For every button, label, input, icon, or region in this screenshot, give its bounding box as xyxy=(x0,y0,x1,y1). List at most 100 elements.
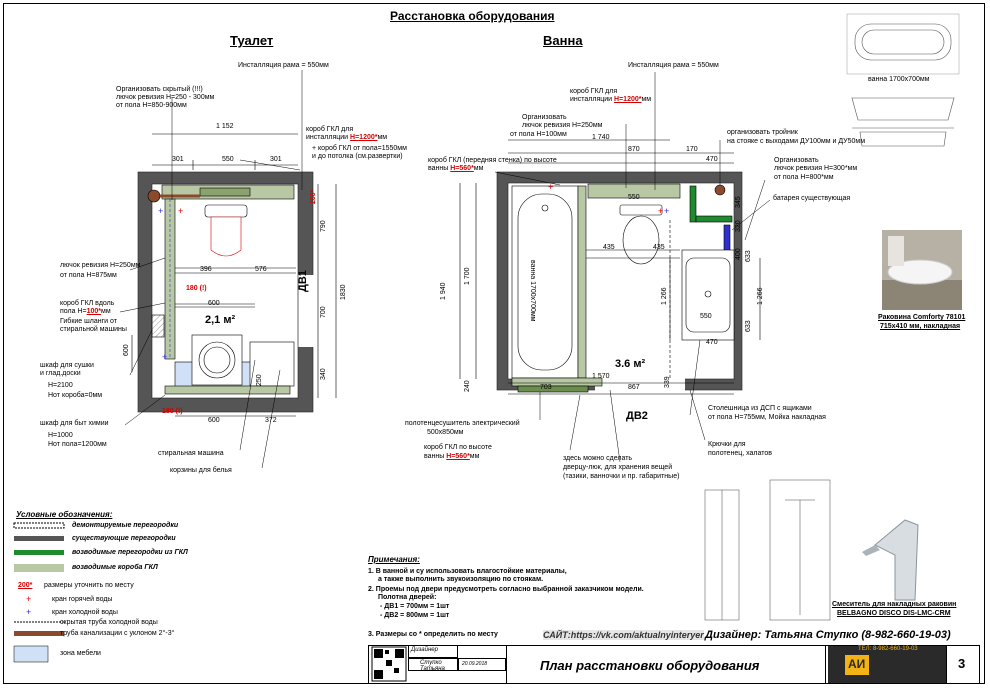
toilet-room: + + + xyxy=(137,171,314,413)
dim-1266b: 1 266 xyxy=(757,287,764,305)
bath-counter-note: Столешница из ДСП с ящиками xyxy=(708,405,812,412)
dim-550: 550 xyxy=(222,156,234,163)
bath-title: Ванна xyxy=(543,33,583,48)
toilet-hoses-note: Гибкие шланги от xyxy=(60,318,117,325)
cold-tap-marker-2: + xyxy=(162,352,167,362)
toilet-title: Туалет xyxy=(230,33,274,48)
title-block-role-cell xyxy=(408,645,458,658)
toilet-box-note: короб ГКЛ для xyxy=(306,126,354,133)
dim-600a: 600 xyxy=(208,300,220,307)
bath-hatch2-note: Организовать xyxy=(774,157,819,164)
mixer-product-caption: Смеситель для накладных раковин xyxy=(832,601,957,608)
note-door1: - ДВ1 = 700мм = 1шт xyxy=(380,603,450,610)
title-block-name: Ступко xyxy=(420,660,442,666)
toilet-box-note-3: + короб ГКЛ от пола=1550мм xyxy=(312,145,407,152)
toilet-box-note-4: и до потолка (см.развертки) xyxy=(312,153,403,160)
bath-tee-note-2: на стояке с выходами ДУ100мм и ДУ50мм xyxy=(727,138,866,145)
title-block-sheet-number: 3 xyxy=(958,656,966,671)
bath-door-label: ДВ2 xyxy=(626,410,648,422)
dim-633b: 633 xyxy=(745,320,752,332)
note-door2: - ДВ2 = 800мм = 1шт xyxy=(380,612,450,619)
toilet-hatch-note-3: от пола Н=850-900мм xyxy=(116,102,187,109)
toilet-gkl-note-2: пола Н=100*мм xyxy=(60,308,111,315)
mixer-drawing xyxy=(704,479,831,621)
title-block-role: Дизайнер xyxy=(411,647,438,653)
bath-tee-note: организовать тройник xyxy=(727,129,798,136)
dim-550a: 550 xyxy=(628,194,640,201)
bath-storage-note-2: дверцу-люк, для хранения вещей xyxy=(563,464,673,471)
tub-product-caption: ванна 1700х700мм xyxy=(868,76,930,83)
dim-170: 170 xyxy=(686,146,698,153)
notes-title: Примечания: xyxy=(368,555,420,564)
bath-hatch-note: Организовать xyxy=(522,114,567,121)
bath-installation-box xyxy=(587,183,681,199)
dim-1700: 1 700 xyxy=(464,267,471,285)
toilet-area: 2,1 м² xyxy=(205,314,236,326)
dim-372: 372 xyxy=(265,417,277,424)
toilet-cabinet1-note-4: Нот короба=0мм xyxy=(48,392,103,399)
note-2: 2. Проемы под двери предусмотреть соглас… xyxy=(368,586,644,593)
dim-1152: 1 152 xyxy=(216,123,234,130)
title-block-number-cell xyxy=(946,645,980,684)
svg-text:+: + xyxy=(664,206,669,216)
dim-870: 870 xyxy=(628,146,640,153)
legend-red-mark: 200* xyxy=(18,582,33,589)
legend-existing: существующие перегородки xyxy=(72,535,176,542)
dim-301a: 301 xyxy=(172,156,184,163)
logo xyxy=(828,645,946,683)
legend-title: Условные обозначения: xyxy=(16,510,113,519)
dim-180a: 180 (!) xyxy=(186,285,207,292)
bath-storage-note: здесь можно сделать xyxy=(563,455,633,462)
legend-gkl-walls: возводимые перегородки из ГКЛ xyxy=(72,549,188,556)
dim-867: 867 xyxy=(628,384,640,391)
toilet-hatch-note-2: лючок ревизия Н=250 - 300мм xyxy=(116,94,215,101)
bathtub-product-sketch xyxy=(846,13,960,147)
dim-550b: 550 xyxy=(700,313,712,320)
toilet-hatch2-note: лючок ревизия Н=250мм xyxy=(60,262,141,269)
dim-240: 240 xyxy=(464,380,471,392)
footer-site-link[interactable]: САЙТ:https://vk.com/aktualnyinteryer xyxy=(543,630,704,640)
toilet-cabinet1-note-3: Н=2100 xyxy=(48,382,73,389)
bathroom-dimensions xyxy=(459,139,761,395)
svg-text:+: + xyxy=(26,594,31,604)
bath-box-note: короб ГКЛ для xyxy=(570,88,618,95)
bath-hatch-note-3: от пола Н=100мм xyxy=(510,131,567,138)
dim-1570: 1 570 xyxy=(592,373,610,380)
svg-text:+: + xyxy=(26,607,31,617)
dim-301b: 301 xyxy=(270,156,282,163)
toilet-door-opening xyxy=(296,275,314,347)
bath-hatch-note-2: лючок ревизия Н=250мм xyxy=(522,122,603,129)
title-block-name-cell xyxy=(408,658,458,671)
toilet-hatch-note: Организовать скрытый (!!!) xyxy=(116,86,203,93)
page-title: Расстановка оборудования xyxy=(390,9,555,23)
dim-250: 250 xyxy=(256,374,263,386)
dim-1830: 1830 xyxy=(340,284,347,300)
toilet-gkl-note: короб ГКЛ вдоль xyxy=(60,300,115,307)
note-1b: а также выполнить звукоизоляцию по стояк… xyxy=(378,576,544,583)
dim-1266a: 1 266 xyxy=(661,287,668,305)
title-block-sheet-cell xyxy=(506,645,826,684)
dim-790: 790 xyxy=(320,220,327,232)
laundry-baskets xyxy=(249,341,295,387)
bathtub-label: ванна 1700х700мм xyxy=(529,260,536,322)
dim-633a: 633 xyxy=(745,250,752,262)
bath-toilet-tank xyxy=(619,204,663,216)
title-block-sheet-title: План расстановки оборудования xyxy=(540,658,760,673)
bath-bottom-box xyxy=(511,377,603,387)
dim-345: 345 xyxy=(735,196,742,208)
legend-hot-tap: кран горячей воды xyxy=(52,596,113,603)
dim-435a: 435 xyxy=(603,244,615,251)
legend-gkl-boxes: возводимые короба ГКЛ xyxy=(72,564,158,571)
gkl-partition-2 xyxy=(695,215,733,223)
toilet-dimensions xyxy=(131,133,337,417)
dim-703: 703 xyxy=(540,384,552,391)
dim-396: 396 xyxy=(200,266,212,273)
bath-towel-note-2: 500х850мм xyxy=(427,429,464,436)
mixer-product-caption-2: BELBAGNO DISCO DIS-LMC-CRM xyxy=(837,610,951,617)
toilet-baskets-note: корзины для белья xyxy=(170,467,232,474)
hot-tap-marker: + xyxy=(178,206,183,216)
toilet-cabinet-ironing xyxy=(151,314,165,338)
mixer-photo xyxy=(862,519,919,601)
bath-riser xyxy=(714,184,726,196)
legend-sewer: труба канализации с уклоном 2°-3° xyxy=(60,630,175,637)
